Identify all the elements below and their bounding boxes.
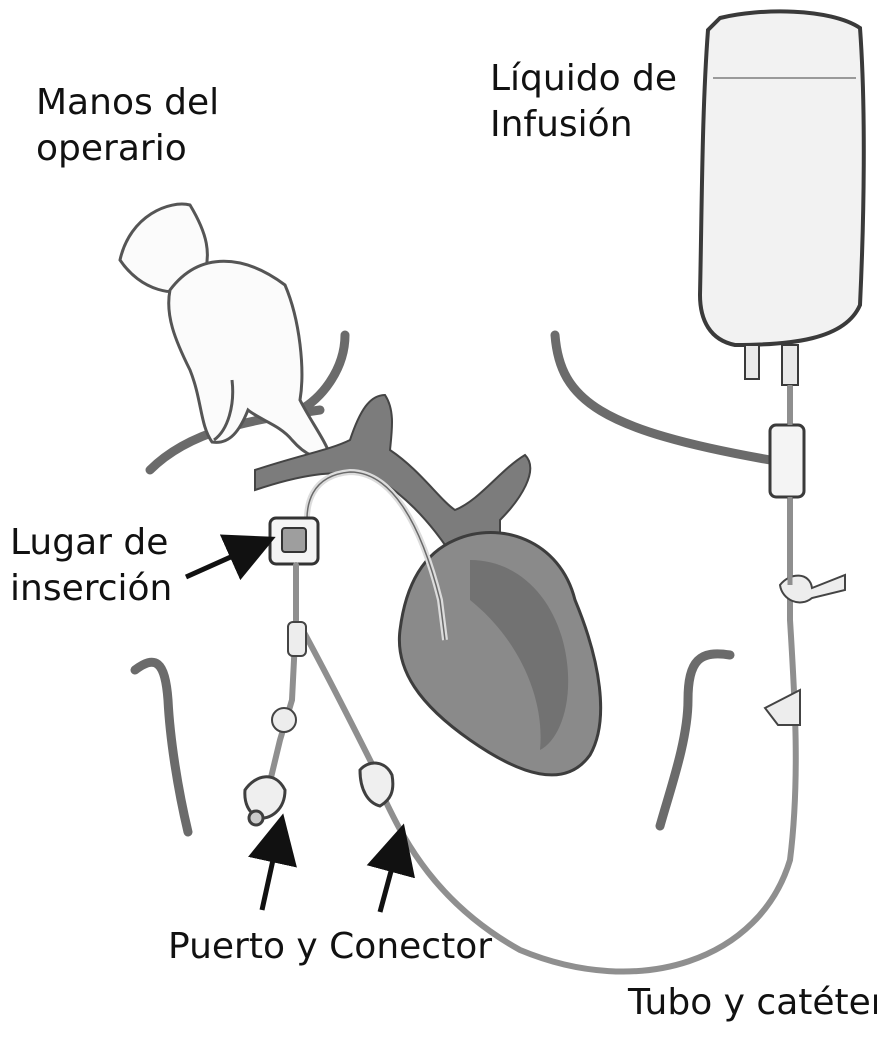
arrow-port [262, 828, 280, 910]
catheter-branch-right [300, 625, 375, 770]
right-neck-line [555, 335, 770, 460]
drip-chamber [770, 425, 804, 497]
label-line: inserción [10, 566, 172, 612]
label-line: Puerto y Conector [168, 924, 492, 970]
label-port-connector: Puerto y Conector [168, 924, 492, 970]
glove-palm [169, 261, 330, 457]
bag-body [700, 11, 864, 345]
arrow-insertion-site [186, 543, 262, 577]
catheter-branch-left [268, 565, 296, 790]
label-tube-catheter: Tubo y catéter [628, 980, 877, 1026]
label-line: Líquido de [490, 56, 677, 102]
bag-port-right [782, 345, 798, 385]
connector [360, 763, 393, 806]
label-line: Manos del [36, 80, 219, 126]
port [245, 777, 285, 825]
left-shoulder-line [300, 335, 345, 410]
label-line: operario [36, 126, 219, 172]
label-operator-hands: Manos del operario [36, 80, 219, 172]
arrow-connector [380, 838, 400, 912]
bag-port-left [745, 345, 759, 379]
label-line: Tubo y catéter [628, 980, 877, 1026]
label-line: Lugar de [10, 520, 172, 566]
label-line: Infusión [490, 102, 677, 148]
insertion-site-dressing [270, 518, 318, 564]
infusion-bag [700, 11, 864, 585]
right-rib-line [660, 654, 730, 826]
operator-hand [120, 204, 330, 458]
left-rib-line [135, 662, 188, 832]
label-insertion-site: Lugar de inserción [10, 520, 172, 612]
label-infusion-fluid: Líquido de Infusión [490, 56, 677, 148]
